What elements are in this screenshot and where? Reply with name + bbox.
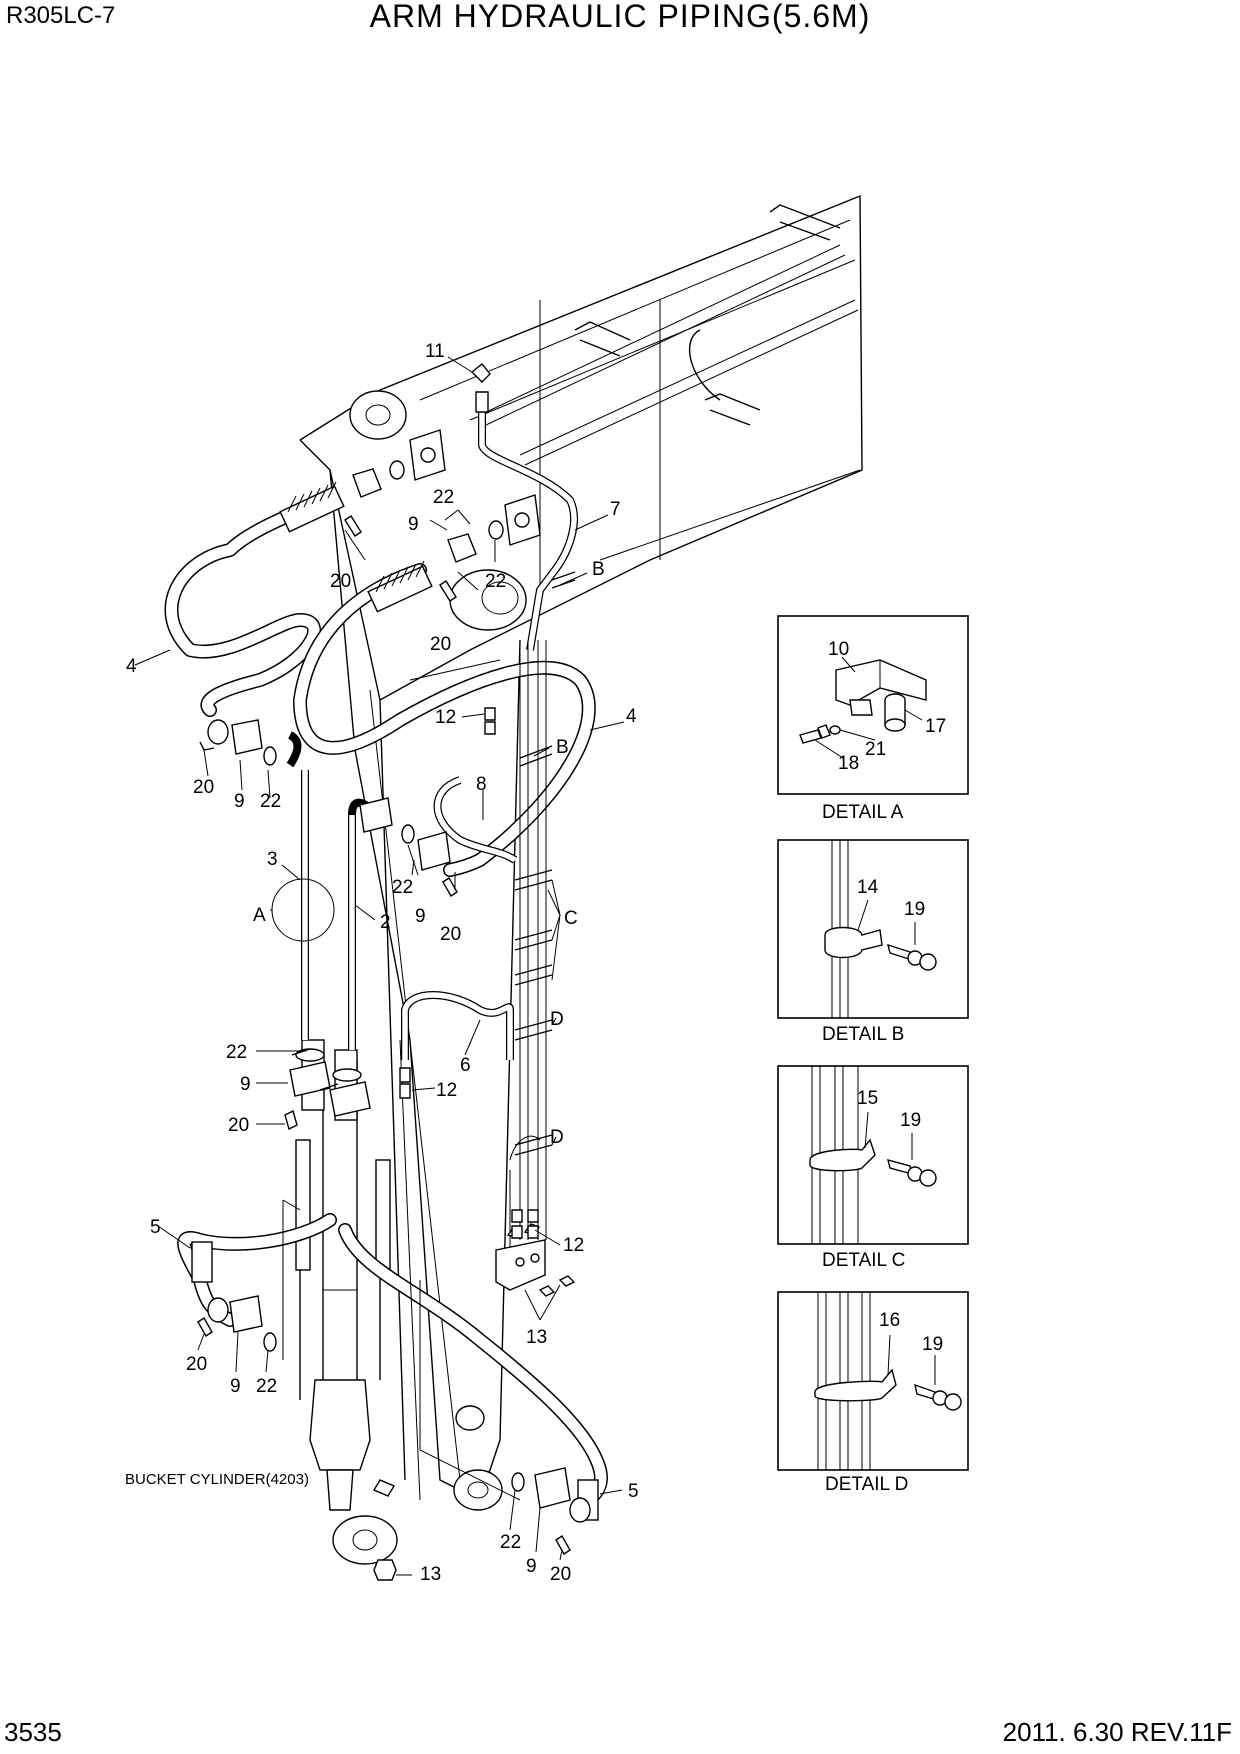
callout-20: 20 (330, 571, 351, 592)
detail-a-callout-10: 10 (828, 639, 849, 660)
callout-B: B (556, 737, 569, 758)
callout-4: 4 (626, 706, 637, 727)
callout-D: D (550, 1009, 564, 1030)
callout-labels: 11 22 9 20 22 20 7 B 4 12 B 4 20 9 22 8 … (125, 341, 639, 1585)
callout-9: 9 (240, 1074, 251, 1095)
callout-A: A (253, 905, 266, 926)
callout-12: 12 (436, 1080, 457, 1101)
callout-9: 9 (234, 791, 245, 812)
leader-lines (134, 356, 625, 1576)
callout-20: 20 (228, 1115, 249, 1136)
detail-a-callout-18: 18 (838, 753, 859, 774)
detail-b-callout-14: 14 (857, 877, 879, 898)
callout-9: 9 (415, 906, 426, 927)
callout-5: 5 (150, 1217, 161, 1238)
detail-c-callout-19: 19 (900, 1110, 921, 1131)
detail-d-callout-19: 19 (922, 1334, 943, 1355)
callout-22: 22 (226, 1042, 247, 1063)
detail-c-panel: 15 19 DETAIL C (777, 1065, 969, 1271)
detail-c-caption: DETAIL C (822, 1250, 905, 1271)
callout-5: 5 (628, 1481, 639, 1502)
callout-13: 13 (420, 1564, 441, 1585)
callout-2: 2 (380, 912, 391, 933)
detail-a-panel: 10 17 21 18 DETAIL A (777, 615, 969, 823)
callout-9: 9 (230, 1376, 241, 1397)
callout-C: C (564, 908, 578, 929)
callout-12: 12 (563, 1235, 584, 1256)
model-number: R305LC-7 (6, 2, 116, 29)
callout-20: 20 (440, 924, 461, 945)
page-number: 3535 (4, 1717, 62, 1747)
detail-d-caption: DETAIL D (825, 1474, 908, 1495)
callout-22: 22 (392, 877, 413, 898)
callout-8: 8 (476, 774, 487, 795)
callout-9: 9 (408, 514, 419, 535)
callout-22: 22 (260, 791, 281, 812)
detail-d-callout-16: 16 (879, 1310, 900, 1331)
callout-9: 9 (526, 1556, 537, 1577)
callout-12: 12 (435, 707, 456, 728)
detail-a-callout-21: 21 (865, 739, 886, 760)
hoses (164, 481, 608, 1521)
detail-a-callout-17: 17 (925, 716, 946, 737)
callout-6: 6 (460, 1055, 471, 1076)
detail-c-callout-15: 15 (857, 1088, 878, 1109)
callout-D: D (550, 1127, 564, 1148)
callout-20: 20 (186, 1354, 207, 1375)
arm-structure (299, 194, 863, 1511)
bucket-cylinder (295, 1060, 398, 1565)
callout-B: B (592, 559, 605, 580)
callout-13: 13 (526, 1327, 547, 1348)
callout-22: 22 (485, 571, 506, 592)
callout-20: 20 (430, 634, 451, 655)
callout-7: 7 (610, 499, 621, 520)
callout-22: 22 (256, 1376, 277, 1397)
revision-date: 2011. 6.30 REV.11F (1002, 1717, 1232, 1747)
detail-b-callout-19: 19 (904, 899, 925, 920)
callout-20: 20 (193, 777, 214, 798)
callout-4: 4 (126, 656, 137, 677)
bucket-cylinder-label: BUCKET CYLINDER(4203) (125, 1471, 309, 1488)
detail-a-caption: DETAIL A (822, 802, 904, 823)
callout-3: 3 (267, 849, 278, 870)
detail-b-panel: 14 19 DETAIL B (777, 839, 969, 1045)
detail-d-panel: 16 19 DETAIL D (777, 1291, 969, 1495)
detail-b-caption: DETAIL B (822, 1024, 904, 1045)
callout-20: 20 (550, 1564, 571, 1585)
callout-11: 11 (425, 341, 445, 362)
callout-22: 22 (433, 487, 454, 508)
callout-22: 22 (500, 1532, 521, 1553)
flange-fittings (197, 363, 591, 1581)
page-title: ARM HYDRAULIC PIPING(5.6M) (369, 0, 871, 34)
